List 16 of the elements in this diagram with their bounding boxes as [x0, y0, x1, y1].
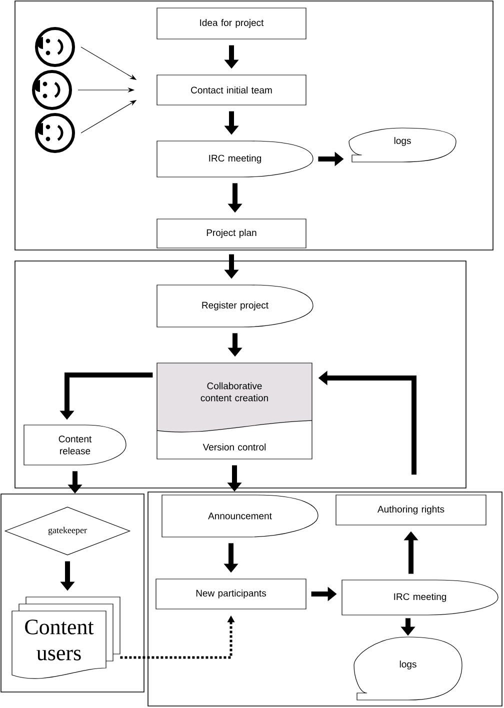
smiley-face — [32, 70, 72, 110]
smiley-face — [35, 27, 75, 67]
section-frame — [0, 494, 144, 692]
section-frame — [148, 492, 502, 706]
document-stack: Content users — [12, 596, 120, 679]
section-frame — [14, 260, 466, 488]
process-box: Idea for project — [156, 8, 306, 40]
section-frame — [14, 0, 494, 250]
process-box: Authoring rights — [336, 494, 486, 526]
smiley-face — [35, 113, 75, 153]
speech-bubble: logs — [348, 128, 456, 162]
process-box: Contact initial team — [156, 74, 306, 106]
document-box: Collaborative content creation Version control — [156, 362, 312, 460]
process-box: Project plan — [156, 218, 306, 248]
process-box: New participants — [156, 578, 306, 610]
speech-bubble: logs — [354, 636, 462, 700]
